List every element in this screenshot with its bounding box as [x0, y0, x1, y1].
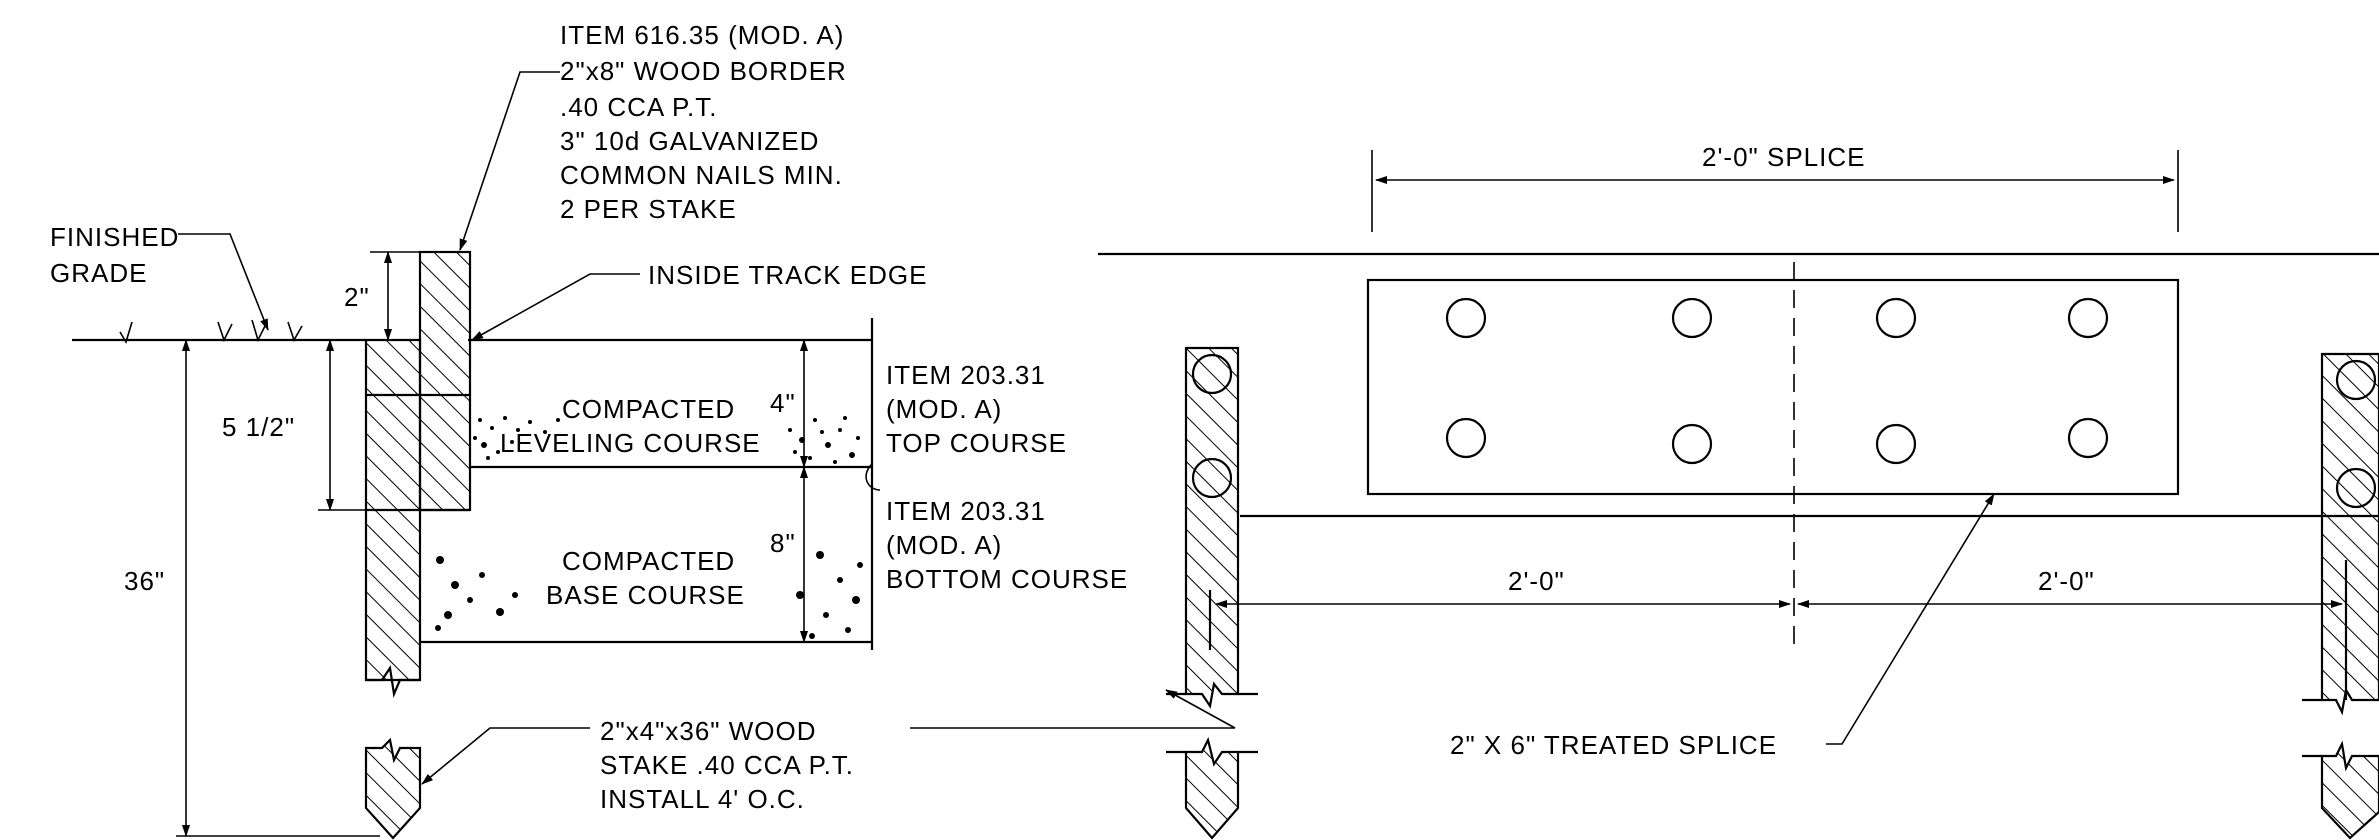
- leader-finished-grade: [178, 233, 269, 331]
- leader-treated-splice: [1826, 493, 1995, 745]
- label-finished: FINISHED: [50, 222, 179, 252]
- label-splice-dim: 2'-0" SPLICE: [1702, 142, 1865, 172]
- label-leveling: LEVELING COURSE: [500, 428, 761, 458]
- label-per-stake: 2 PER STAKE: [560, 194, 737, 224]
- stake-break-upper: [366, 665, 420, 698]
- wood-border: [418, 250, 472, 512]
- label-dim-right: 2'-0": [2038, 566, 2095, 596]
- leader-wood-border: [459, 71, 560, 251]
- label-base-course: BASE COURSE: [546, 580, 745, 610]
- grass-symbols: [119, 319, 303, 344]
- label-nails: 3" 10d GALVANIZED: [560, 126, 819, 156]
- label-nails-common: COMMON NAILS MIN.: [560, 160, 843, 190]
- base-aggregate: [435, 551, 863, 639]
- label-grade: GRADE: [50, 258, 147, 288]
- splice-plate: [1366, 278, 2180, 496]
- leader-inside-track: [471, 273, 640, 341]
- elevation-stake-right-lower: [2320, 740, 2379, 840]
- label-border-spec: 2"x8" WOOD BORDER: [560, 56, 847, 86]
- label-cca: .40 CCA P.T.: [560, 92, 718, 122]
- splice-elevation: 2'-0" SPLICE: [1098, 142, 2379, 840]
- label-dim-2in: 2": [344, 282, 370, 312]
- label-compacted-2: COMPACTED: [562, 546, 735, 576]
- label-dim-4in: 4": [770, 388, 796, 418]
- leader-bottom-course: [865, 463, 881, 491]
- label-top-course: TOP COURSE: [886, 428, 1067, 458]
- label-mod-a-top: (MOD. A): [886, 394, 1002, 424]
- label-mod-a-bot: (MOD. A): [886, 530, 1002, 560]
- label-stake-1: 2"x4"x36" WOOD: [600, 716, 817, 746]
- label-item-203-bot: ITEM 203.31: [886, 496, 1046, 526]
- label-item-616: ITEM 616.35 (MOD. A): [560, 20, 844, 50]
- leader-stake-right: [910, 689, 1236, 729]
- label-dim-5half: 5 1/2": [222, 412, 295, 442]
- label-compacted-1: COMPACTED: [562, 394, 735, 424]
- leveling-aggregate: [473, 416, 860, 464]
- elevation-stake-right-upper: [2320, 352, 2379, 716]
- elevation-stake-left-lower: [1184, 736, 1240, 840]
- label-treated-splice: 2" X 6" TREATED SPLICE: [1450, 730, 1777, 760]
- label-dim-8in: 8": [770, 528, 796, 558]
- label-bottom-course: BOTTOM COURSE: [886, 564, 1128, 594]
- label-item-203-top: ITEM 203.31: [886, 360, 1046, 390]
- nail-holes: [1445, 297, 2109, 465]
- label-stake-3: INSTALL 4' O.C.: [600, 784, 805, 814]
- section-detail: ITEM 616.35 (MOD. A) 2"x8" WOOD BORDER .…: [50, 20, 1236, 840]
- label-inside-track: INSIDE TRACK EDGE: [648, 260, 927, 290]
- label-dim-36: 36": [124, 566, 165, 596]
- wood-stake-lower: [364, 737, 422, 840]
- leader-stake-left: [421, 727, 590, 785]
- label-stake-2: STAKE .40 CCA P.T.: [600, 750, 854, 780]
- label-dim-left: 2'-0": [1508, 566, 1565, 596]
- elevation-stake-left-upper: [1184, 346, 1240, 709]
